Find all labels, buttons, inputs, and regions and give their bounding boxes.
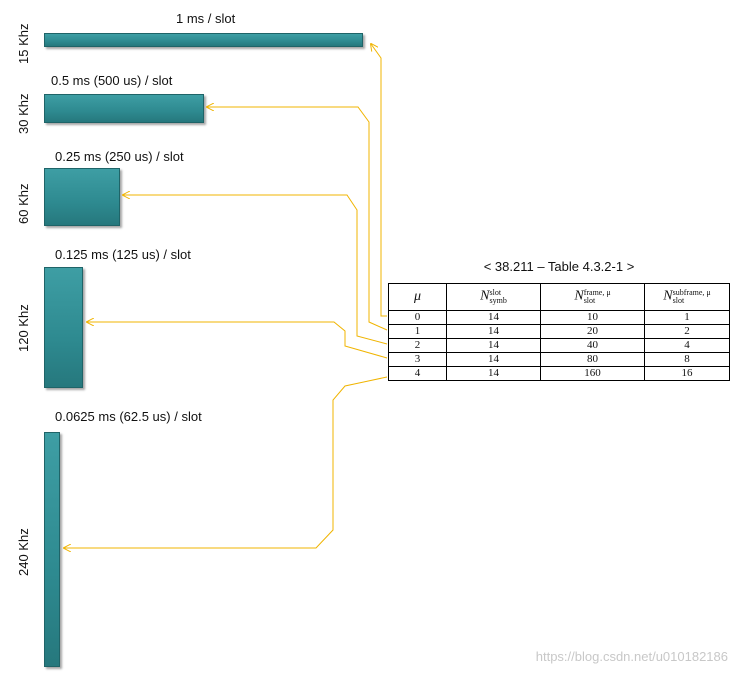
arrow-mu3 (87, 322, 388, 359)
cell-frame: 80 (540, 352, 645, 367)
cell-mu: 1 (388, 324, 447, 339)
arrow-mu0 (371, 44, 387, 317)
cell-subframe: 8 (644, 352, 730, 367)
table-title: < 38.211 – Table 4.3.2-1 > (483, 259, 635, 274)
cell-mu: 4 (388, 366, 447, 381)
cell-frame: 20 (540, 324, 645, 339)
slot-bar-240khz (44, 432, 60, 667)
table-row: 0 14 10 1 (388, 310, 730, 325)
cell-subframe: 4 (644, 338, 730, 353)
slot-bar-30khz (44, 94, 204, 123)
slot-bar-60khz (44, 168, 120, 226)
cell-symb: 14 (446, 324, 541, 339)
arrow-mu2 (123, 195, 388, 345)
slot-duration-label-120khz: 0.125 ms (125 us) / slot (55, 247, 191, 262)
table-row: 1 14 20 2 (388, 324, 730, 339)
cell-subframe: 16 (644, 366, 730, 381)
cell-mu: 0 (388, 310, 447, 325)
header-mu: μ (388, 283, 447, 311)
arrow-mu4 (64, 376, 388, 548)
table-row: 2 14 40 4 (388, 338, 730, 353)
slot-duration-label-30khz: 0.5 ms (500 us) / slot (51, 73, 173, 88)
table-row: 3 14 80 8 (388, 352, 730, 367)
table-row: 4 14 160 16 (388, 366, 730, 381)
slot-bar-120khz (44, 267, 83, 388)
cell-symb: 14 (446, 338, 541, 353)
cell-frame: 160 (540, 366, 645, 381)
watermark: https://blog.csdn.net/u010182186 (535, 649, 728, 664)
cell-symb: 14 (446, 366, 541, 381)
cell-symb: 14 (446, 310, 541, 325)
cell-subframe: 1 (644, 310, 730, 325)
slot-duration-label-15khz: 1 ms / slot (176, 11, 236, 26)
slot-bar-15khz (44, 33, 363, 47)
slot-duration-label-240khz: 0.0625 ms (62.5 us) / slot (55, 409, 202, 424)
cell-frame: 10 (540, 310, 645, 325)
cell-subframe: 2 (644, 324, 730, 339)
arrow-mu1 (207, 107, 388, 331)
slot-duration-label-60khz: 0.25 ms (250 us) / slot (55, 149, 184, 164)
cell-symb: 14 (446, 352, 541, 367)
cell-mu: 3 (388, 352, 447, 367)
cell-frame: 40 (540, 338, 645, 353)
cell-mu: 2 (388, 338, 447, 353)
